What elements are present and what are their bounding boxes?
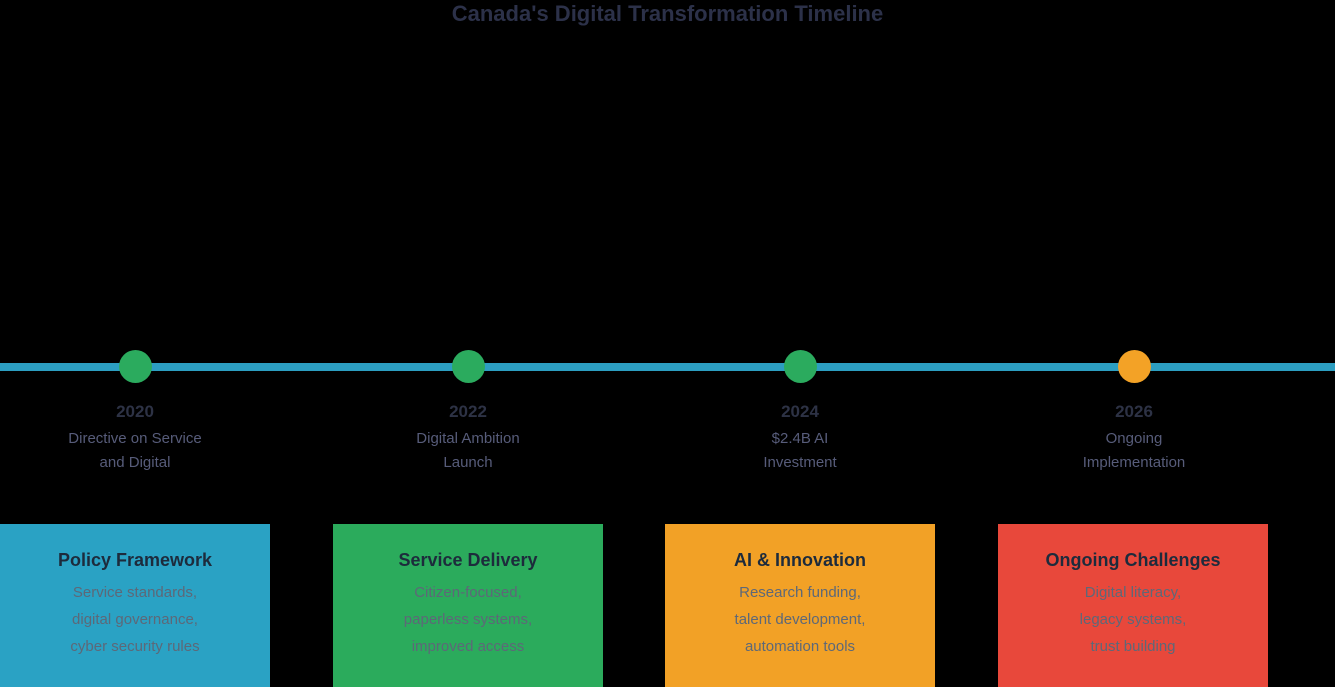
card-title: Policy Framework (57, 550, 213, 570)
card-body-line: Citizen-focused, (414, 584, 522, 601)
milestone-caption: Directive on Service and Digital (15, 427, 255, 475)
card-body: Research funding, talent development, au… (665, 579, 935, 660)
caption-line: and Digital (99, 454, 171, 471)
milestone-caption: Digital Ambition Launch (348, 427, 588, 475)
card-body-line: paperless systems, (403, 611, 533, 628)
card-body-line: legacy systems, (1079, 611, 1187, 628)
card-ongoing-challenges: Ongoing Challenges Digital literacy, leg… (998, 524, 1268, 687)
caption-line: $2.4B AI (771, 430, 829, 447)
milestone-2022: 2022 Digital Ambition Launch (348, 350, 588, 475)
milestone-2026: 2026 Ongoing Implementation (1014, 350, 1254, 475)
milestone-year: 2024 (781, 402, 819, 421)
milestone-dot (783, 350, 817, 383)
card-policy-framework: Policy Framework Service standards, digi… (0, 524, 270, 687)
caption-line: Directive on Service (68, 430, 202, 447)
milestone-2020: 2020 Directive on Service and Digital (15, 350, 255, 475)
card-ai-innovation: AI & Innovation Research funding, talent… (665, 524, 935, 687)
card-body-line: digital governance, (72, 611, 198, 628)
card-title: Ongoing Challenges (1045, 550, 1221, 570)
caption-line: Implementation (1082, 454, 1186, 471)
caption-line: Ongoing (1105, 430, 1163, 447)
milestone-dot (1117, 350, 1151, 383)
milestone-year: 2020 (116, 402, 154, 421)
milestone-year: 2022 (449, 402, 487, 421)
timeline-axis (0, 363, 1335, 371)
card-body: Citizen-focused, paperless systems, impr… (333, 579, 603, 660)
page-title: Canada's Digital Transformation Timeline (451, 1, 884, 26)
card-service-delivery: Service Delivery Citizen-focused, paperl… (333, 524, 603, 687)
caption-line: Launch (443, 454, 493, 471)
card-title: AI & Innovation (734, 550, 866, 570)
caption-line: Investment (763, 454, 837, 471)
milestone-caption: $2.4B AI Investment (680, 427, 920, 475)
card-body: Digital literacy, legacy systems, trust … (998, 579, 1268, 660)
card-body-line: improved access (411, 638, 525, 655)
card-title: Service Delivery (398, 550, 538, 570)
card-body-line: Research funding, (739, 584, 861, 601)
milestone-dot (451, 350, 485, 383)
card-body-line: trust building (1090, 638, 1176, 655)
card-body-line: automation tools (744, 638, 856, 655)
card-body-line: talent development, (734, 611, 866, 628)
card-body-line: cyber security rules (70, 638, 200, 655)
card-body-line: Service standards, (72, 584, 198, 601)
milestone-dot (118, 350, 152, 383)
card-body-line: Digital literacy, (1084, 584, 1182, 601)
milestone-2024: 2024 $2.4B AI Investment (680, 350, 920, 475)
card-body: Service standards, digital governance, c… (0, 579, 270, 660)
caption-line: Digital Ambition (416, 430, 520, 447)
milestone-caption: Ongoing Implementation (1014, 427, 1254, 475)
milestone-year: 2026 (1115, 402, 1153, 421)
